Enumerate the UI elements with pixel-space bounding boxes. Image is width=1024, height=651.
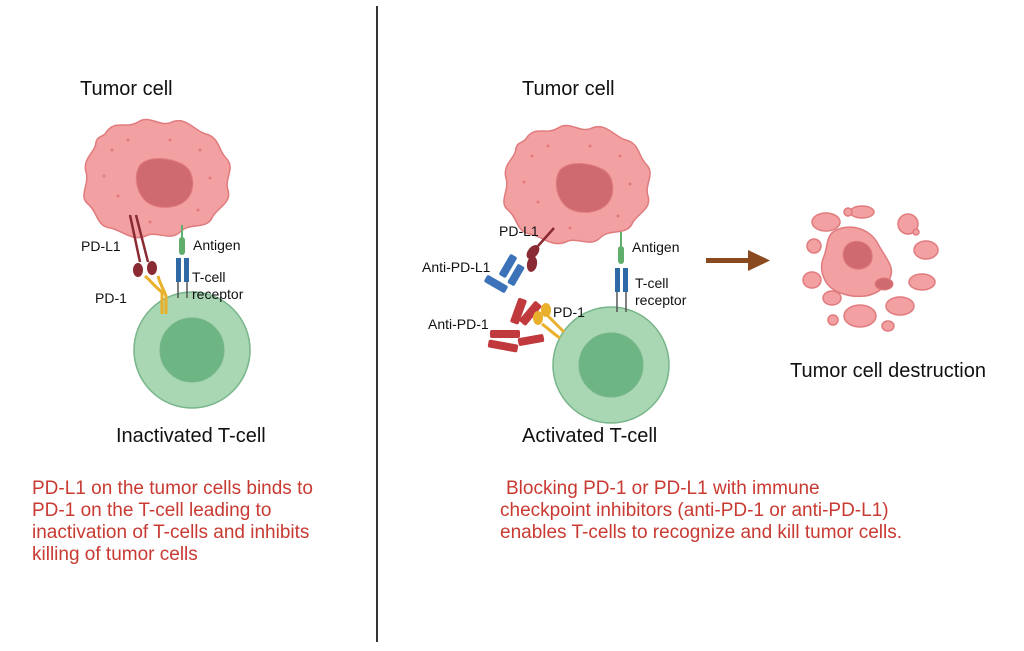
tumor-speckles <box>102 138 212 224</box>
progression-arrow <box>706 250 770 271</box>
right-caption-line: checkpoint inhibitors (anti-PD-1 or anti… <box>500 500 889 521</box>
anti-pd-1-antibody <box>487 297 545 353</box>
right-caption: Blocking PD-1 or PD-L1 with immune check… <box>500 478 1020 544</box>
right-tcell-title: Activated T-cell <box>522 425 658 447</box>
right-tumor-title: Tumor cell <box>522 78 615 100</box>
antigen <box>618 232 624 264</box>
left-caption-line: inactivation of T-cells and inhibits <box>32 522 310 543</box>
left-pdl1-label: PD-L1 <box>81 238 121 254</box>
left-tcell-title: Inactivated T-cell <box>116 425 266 447</box>
right-pd1-label: PD-1 <box>553 304 585 320</box>
left-caption: PD-L1 on the tumor cells binds to PD-1 o… <box>32 478 372 566</box>
right-anti-pd1-label: Anti-PD-1 <box>428 316 489 332</box>
tumor-speckles <box>522 144 632 230</box>
right-tcr-label-1: T-cell <box>635 275 669 291</box>
right-antigen-label: Antigen <box>632 239 680 255</box>
left-tcr-label-1: T-cell <box>192 269 226 285</box>
t-cell-nucleus <box>159 317 225 383</box>
t-cell-receptor <box>176 258 189 298</box>
right-panel: Tumor cell PD-L1 Anti-PD-L1 Anti-PD-1 PD… <box>378 0 1024 651</box>
left-tcr-label-2: receptor <box>192 286 244 302</box>
anti-pd-l1-antibody <box>484 254 525 293</box>
pd-l1-protein <box>526 227 555 272</box>
panel-divider <box>376 6 378 642</box>
right-caption-line: Blocking PD-1 or PD-L1 with immune <box>506 478 820 499</box>
left-caption-line: PD-1 on the T-cell leading to <box>32 500 272 521</box>
left-illustration <box>83 118 251 409</box>
left-pd1-label: PD-1 <box>95 290 127 306</box>
pd-l1-protein <box>128 214 157 277</box>
pd-1-protein <box>144 274 168 314</box>
t-cell-nucleus <box>578 332 644 398</box>
left-caption-line: killing of tumor cells <box>32 544 198 565</box>
antigen <box>179 225 185 255</box>
right-illustration <box>484 124 939 424</box>
left-antigen-label: Antigen <box>193 237 241 253</box>
tumor-nucleus <box>555 163 614 213</box>
left-tumor-title: Tumor cell <box>80 78 173 100</box>
right-tcr-label-2: receptor <box>635 292 687 308</box>
right-caption-line: enables T-cells to recognize and kill tu… <box>500 522 903 543</box>
right-pdl1-label: PD-L1 <box>499 223 539 239</box>
left-caption-line: PD-L1 on the tumor cells binds to <box>32 478 313 499</box>
destroyed-tumor-cell <box>802 205 939 332</box>
pd-1-protein <box>533 303 566 340</box>
right-anti-pdl1-label: Anti-PD-L1 <box>422 259 491 275</box>
left-panel: Tumor cell PD-L1 PD-1 Antigen T-cell rec… <box>0 0 376 651</box>
tumor-nucleus <box>135 158 194 208</box>
destruction-title: Tumor cell destruction <box>790 360 986 382</box>
t-cell-receptor <box>615 268 628 312</box>
